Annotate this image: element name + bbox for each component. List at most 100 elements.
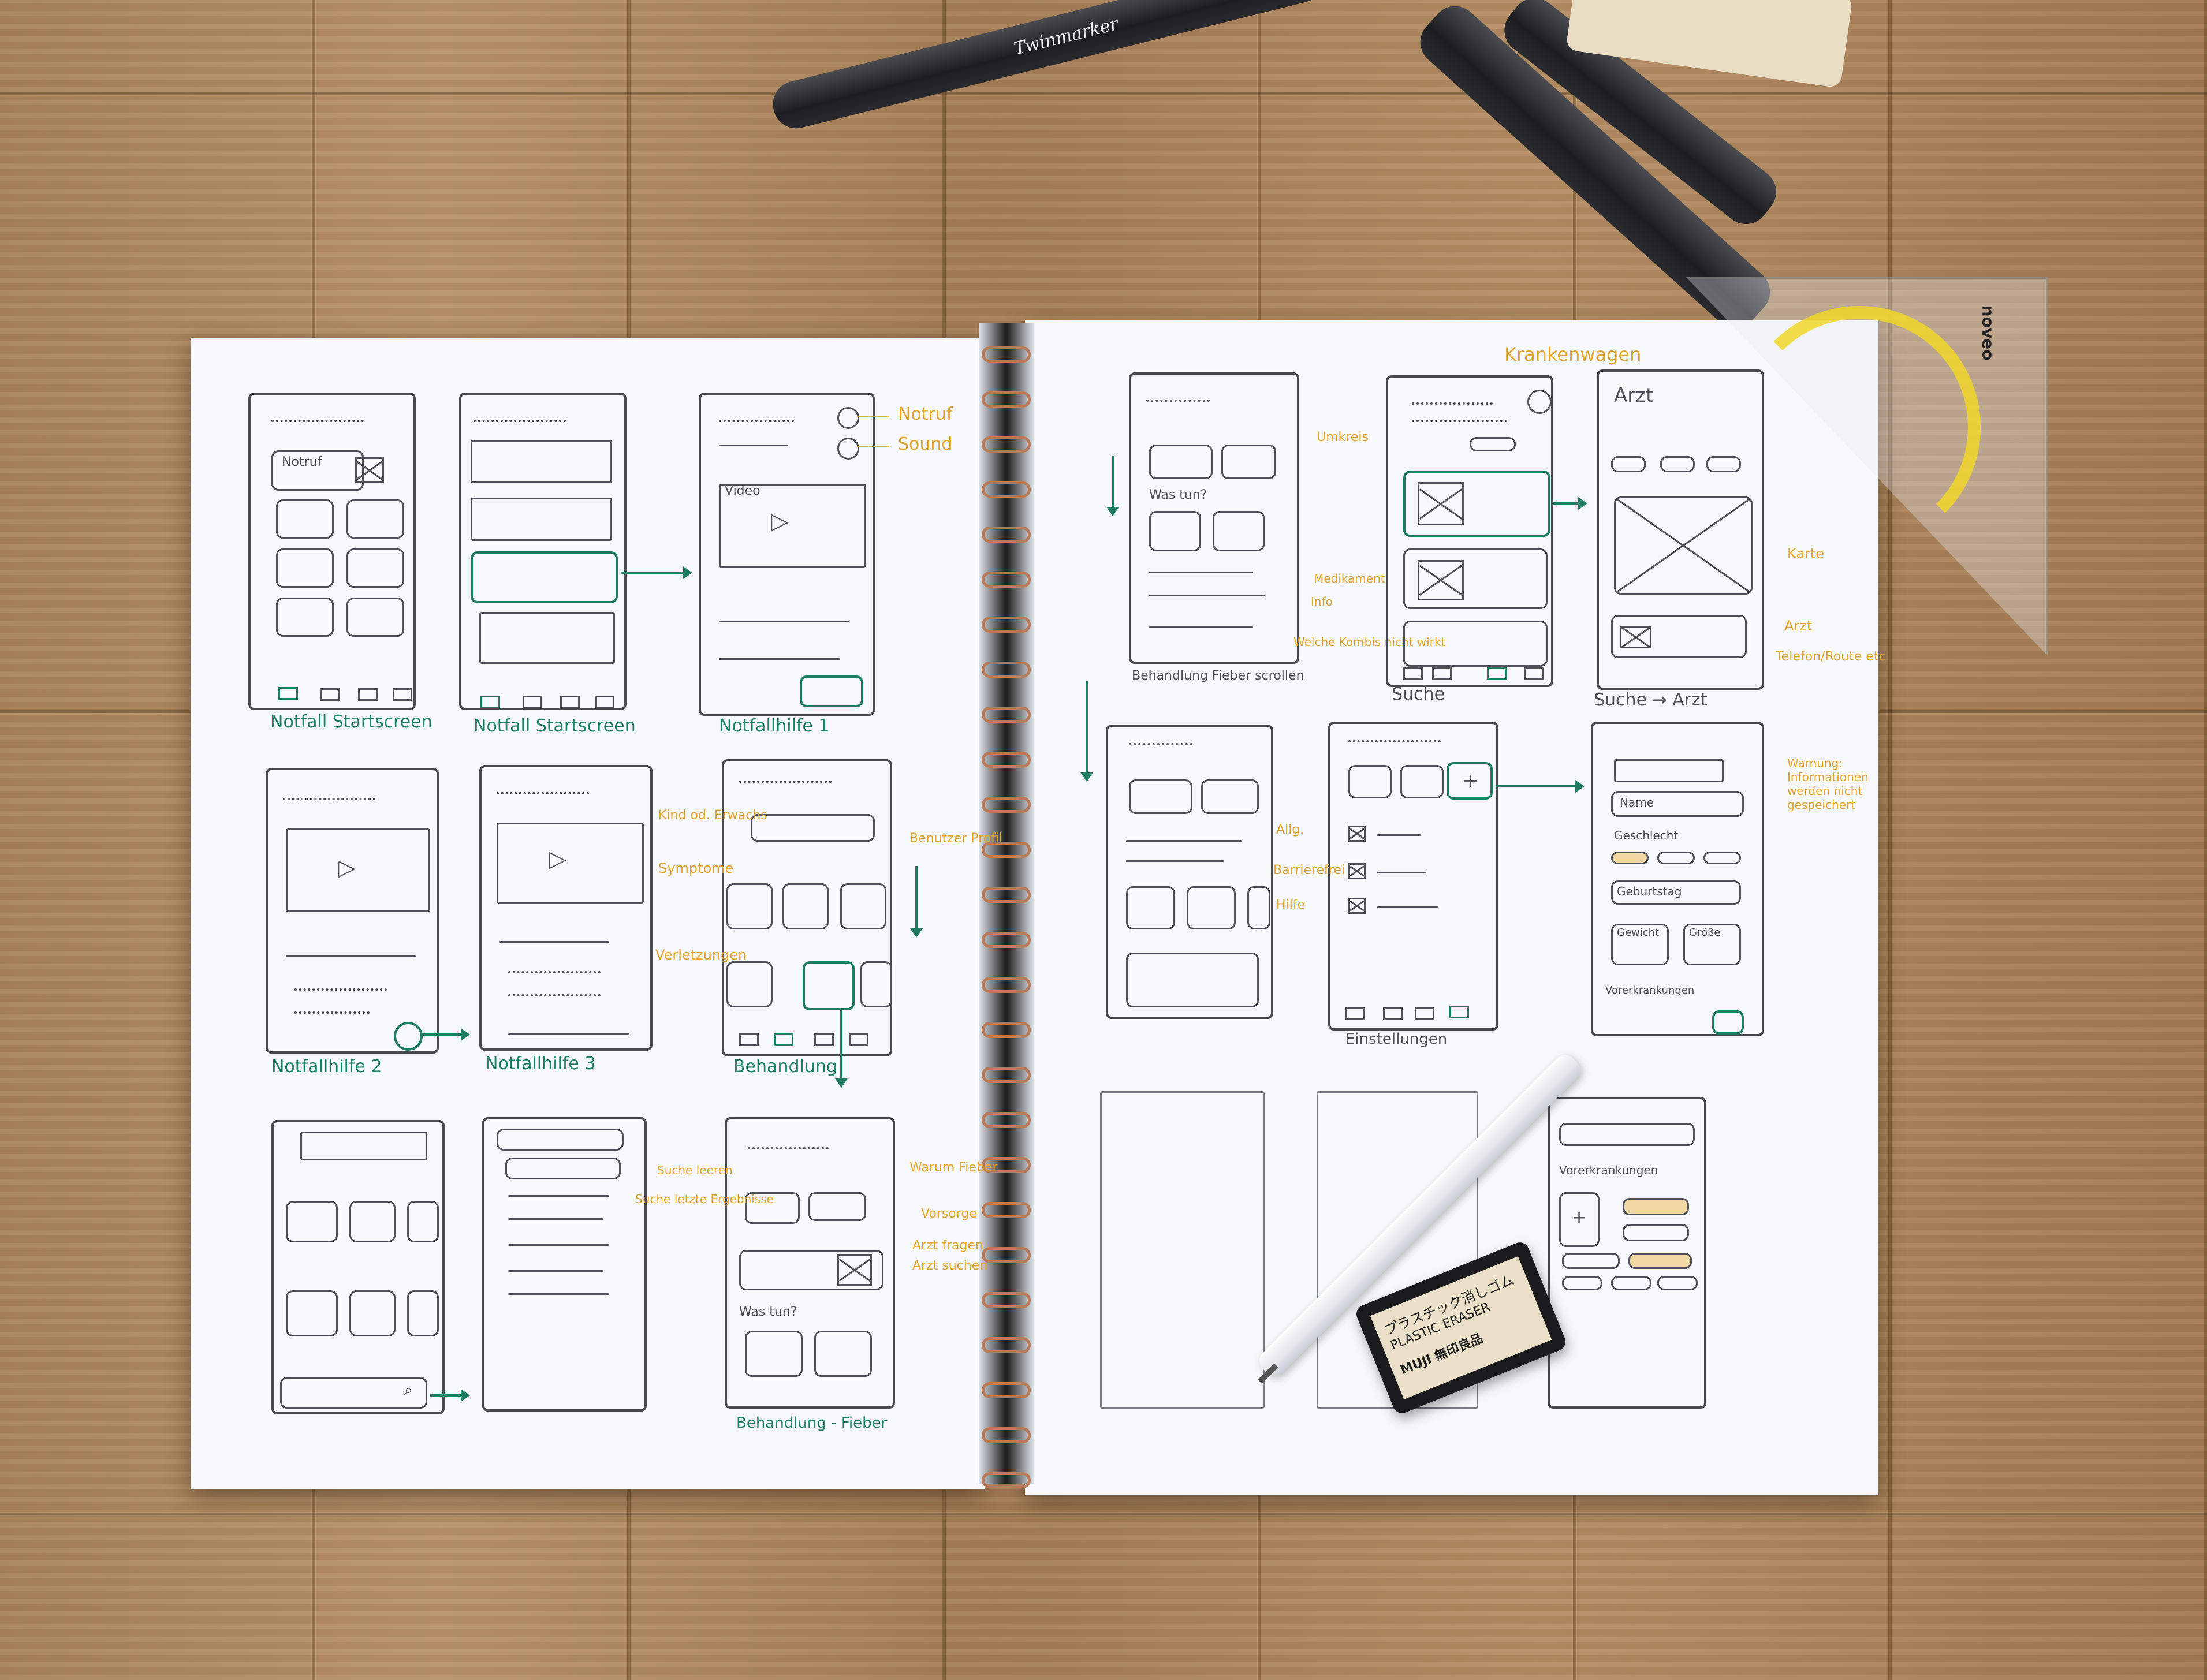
sketch-radius-slider xyxy=(1470,437,1516,451)
sketch-result-card xyxy=(1403,548,1548,609)
sketch-video-player xyxy=(719,484,866,568)
tabbar-icon xyxy=(560,696,580,708)
gender-option xyxy=(1611,852,1649,864)
sketch-tile xyxy=(1187,886,1236,929)
scribble-heading xyxy=(748,1140,829,1149)
spiral-ring xyxy=(982,436,1031,453)
annotation-arzt-suchen: Arzt suchen xyxy=(912,1259,988,1273)
sketch-temperature-card xyxy=(745,1192,800,1224)
sketch-text-line xyxy=(1126,860,1224,862)
screen-caption: Behandlung xyxy=(733,1056,837,1077)
annotation-warnung: Warnung: Informationen werden nicht gesp… xyxy=(1787,756,1869,812)
precondition-chip xyxy=(1623,1198,1689,1215)
sketch-recent-chips xyxy=(505,1158,621,1179)
image-placeholder xyxy=(837,1254,872,1286)
was-tun-label: Was tun? xyxy=(1149,488,1207,502)
scribble-heading xyxy=(739,774,832,783)
plus-icon: + xyxy=(1572,1208,1587,1228)
sketch-button-row xyxy=(508,1033,629,1035)
sketch-video-player xyxy=(497,823,644,904)
tabbar-icon xyxy=(1383,1007,1403,1020)
sketch-tile xyxy=(726,961,773,1007)
name-field xyxy=(1611,791,1744,817)
screen-caption: Notfallhilfe 2 xyxy=(271,1056,382,1077)
sketch-tile xyxy=(276,499,334,539)
precondition-chip xyxy=(1657,1276,1698,1290)
tabbar-icon xyxy=(1415,1007,1434,1020)
weight-field xyxy=(1611,924,1669,965)
tabbar-icon xyxy=(1403,667,1423,680)
screen-caption: Notfall Startscreen xyxy=(474,716,636,736)
spiral-ring xyxy=(982,1472,1031,1488)
sketch-card xyxy=(808,1192,866,1221)
sketch-chip xyxy=(1660,456,1695,472)
flow-arrow xyxy=(430,1389,470,1402)
spiral-ring xyxy=(982,391,1031,408)
sketch-tile xyxy=(276,598,334,637)
annotation-symptome: Symptome xyxy=(658,860,734,876)
scribble-text xyxy=(508,964,601,973)
marker-brand-label: Twinmarker xyxy=(1012,13,1121,59)
scribble-heading xyxy=(1412,395,1493,405)
spiral-ring xyxy=(982,1112,1031,1128)
name-field-label: Name xyxy=(1620,796,1654,809)
sketch-circle xyxy=(837,438,859,460)
spiral-ring xyxy=(982,1337,1031,1353)
annotation-warum-fieber: Warum Fieber xyxy=(909,1160,998,1175)
annotation-arzt: Arzt xyxy=(1784,618,1813,634)
sketch-circle xyxy=(837,407,859,429)
sketch-tile xyxy=(1126,886,1175,929)
wireframe-screen xyxy=(722,759,892,1056)
sketch-tile xyxy=(860,961,892,1007)
image-placeholder xyxy=(355,457,384,483)
annotation-karte: Karte xyxy=(1787,546,1825,562)
spiral-ring xyxy=(982,752,1031,768)
spiral-ring xyxy=(982,662,1031,678)
screen-caption: Notfallhilfe 3 xyxy=(485,1054,596,1074)
tabbar-icon xyxy=(480,696,500,708)
sketch-profile-toggle xyxy=(300,1132,427,1160)
sketch-tile xyxy=(1348,765,1392,798)
spiral-ring xyxy=(982,1292,1031,1308)
tabbar-icon xyxy=(523,696,542,708)
preconditions-label: Vorerkrankungen xyxy=(1605,984,1695,996)
tabbar-icon xyxy=(1524,667,1544,680)
tabbar-icon xyxy=(358,688,378,701)
annotation-arrow xyxy=(858,416,889,417)
plus-icon: + xyxy=(1462,769,1479,792)
sketch-result-line xyxy=(508,1270,603,1272)
scribble-heading xyxy=(283,791,375,800)
sketch-search-bar xyxy=(497,1129,624,1151)
screen-caption: Notfall Startscreen xyxy=(270,712,433,732)
screen-caption: Einstellungen xyxy=(1345,1031,1448,1048)
sketch-tile xyxy=(1247,886,1270,929)
sketch-card xyxy=(1149,445,1213,479)
sketch-text-line xyxy=(1149,572,1253,573)
sketch-setting-line xyxy=(1377,872,1426,873)
sketch-list-row xyxy=(471,498,612,541)
floor-seam xyxy=(0,1513,2207,1515)
map-placeholder xyxy=(1614,496,1753,595)
sketch-line xyxy=(719,445,788,446)
wireframe-screen xyxy=(459,393,627,710)
sketch-result-line xyxy=(508,1218,603,1220)
wireframe-screen xyxy=(1548,1097,1706,1409)
image-placeholder xyxy=(1418,482,1464,525)
wireframe-screen xyxy=(1129,372,1299,664)
spiral-ring xyxy=(982,346,1031,363)
flow-arrow xyxy=(422,1028,470,1041)
sketch-search-bar xyxy=(280,1377,427,1409)
screen-caption: Suche xyxy=(1392,684,1445,704)
annotation-arzt-fragen: Arzt fragen xyxy=(912,1238,983,1253)
sketch-chip xyxy=(1706,456,1741,472)
spiral-ring xyxy=(982,1157,1031,1173)
sketch-result-line xyxy=(508,1244,609,1246)
tabbar-icon xyxy=(1345,1007,1365,1020)
wireframe-screen xyxy=(1597,369,1764,690)
sketch-tile xyxy=(1149,511,1201,551)
sketch-warning-card xyxy=(1126,953,1259,1007)
spiral-ring xyxy=(982,1067,1031,1083)
floor-seam xyxy=(0,92,2207,95)
screen-caption: Suche → Arzt xyxy=(1594,690,1708,710)
sketch-card xyxy=(1129,779,1192,814)
